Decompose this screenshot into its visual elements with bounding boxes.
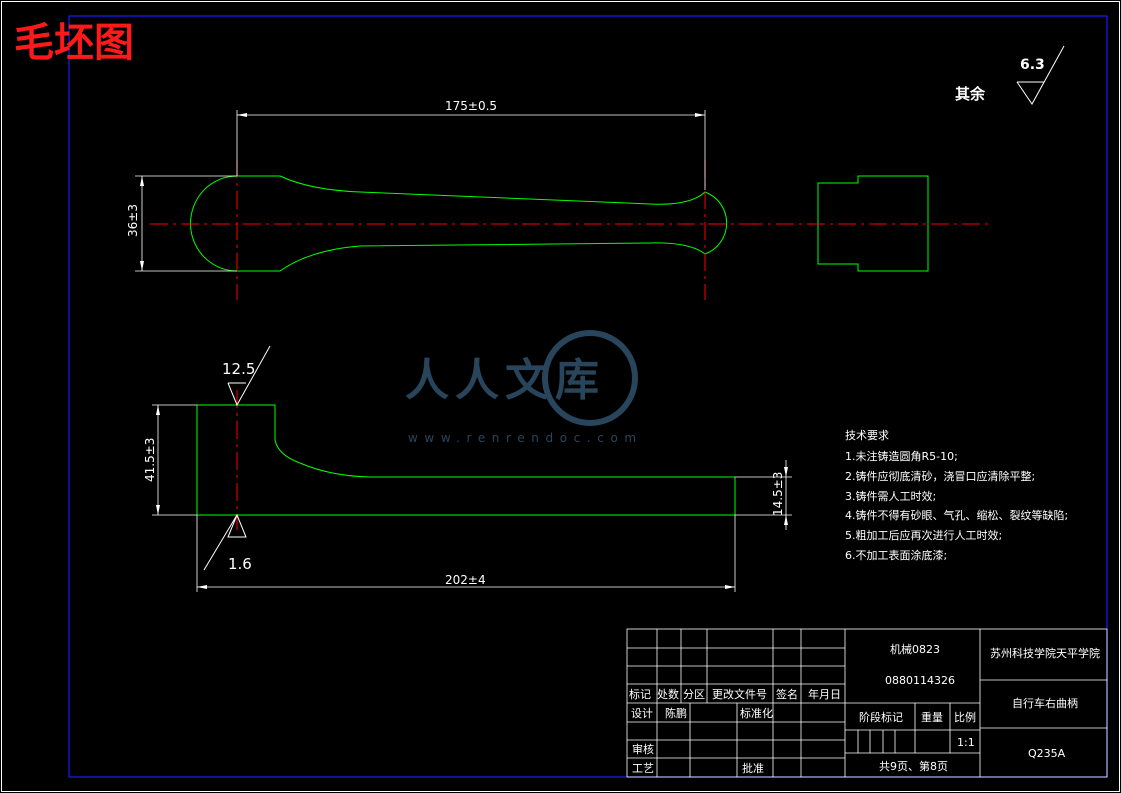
tech-req-item: 4.铸件不得有砂眼、气孔、缩松、裂纹等缺陷; — [845, 508, 1068, 522]
roughness-bottom-icon — [203, 513, 247, 571]
watermark-logo-icon — [542, 330, 638, 426]
tb-pages: 共9页、第8页 — [879, 759, 948, 773]
tb-weight: 重量 — [921, 710, 943, 724]
tb-mark: 标记 — [629, 687, 651, 701]
crank-side-outline — [817, 175, 929, 272]
roughness-general-label: 其余 — [955, 85, 986, 103]
tech-requirements: 技术要求 1.未注铸造圆角R5-10; 2.铸件应彻底清砂，浇冒口应清除平整; … — [845, 429, 1068, 562]
tb-material: Q235A — [1028, 747, 1066, 760]
tb-sign: 签名 — [776, 687, 798, 701]
title-block-grid — [626, 628, 1108, 778]
tech-req-item: 2.铸件应彻底清砂，浇冒口应清除平整; — [845, 469, 1035, 483]
watermark-url: www.renrendoc.com — [408, 431, 643, 445]
watermark-text: 人人文库 — [405, 355, 605, 406]
tech-req-title: 技术要求 — [845, 429, 889, 442]
tb-process: 工艺 — [632, 762, 654, 775]
tb-designer: 陈鹏 — [665, 706, 687, 720]
tb-zone: 分区 — [683, 688, 705, 701]
tb-standard: 标准化 — [740, 706, 773, 720]
tech-req-item: 1.未注铸造圆角R5-10; — [845, 449, 958, 463]
roughness-symbol-icon — [1016, 45, 1065, 105]
tb-scale-label: 比例 — [954, 710, 976, 724]
tb-date: 年月日 — [808, 687, 841, 701]
crank-top-outline — [190, 175, 728, 272]
crank-front-outline — [196, 404, 736, 516]
tb-approve: 批准 — [742, 761, 764, 775]
title-block-text: 标记 处数 分区 更改文件号 签名 年月日 设计 陈鹏 标准化 审核 工艺 批准… — [629, 642, 1100, 775]
tb-student-id: 0880114326 — [885, 674, 955, 687]
dim-height-left: 36±3 — [126, 204, 140, 237]
roughness-bottom-value: 1.6 — [228, 555, 252, 573]
drawing-frame — [68, 15, 1108, 778]
roughness-top-value: 12.5 — [222, 360, 255, 378]
tech-req-item: 6.不加工表面涂底漆; — [845, 548, 947, 562]
roughness-general-value: 6.3 — [1020, 57, 1045, 73]
tech-req-item: 5.粗加工后应再次进行人工时效; — [845, 528, 1002, 542]
roughness-top-icon — [227, 345, 271, 407]
dim-height-side: 41.5±3 — [143, 438, 157, 482]
tb-class: 机械0823 — [890, 642, 940, 656]
tb-review: 审核 — [632, 742, 654, 756]
drawing-title: 毛坯图 — [14, 19, 134, 66]
tb-part-name: 自行车右曲柄 — [1012, 696, 1078, 710]
tech-req-item: 3.铸件需人工时效; — [845, 489, 936, 503]
tb-stage: 阶段标记 — [859, 710, 903, 724]
dim-thickness-right: 14.5±3 — [771, 472, 785, 516]
dim-length-top: 175±0.5 — [445, 99, 497, 113]
dim-length-bottom: 202±4 — [445, 573, 486, 587]
tb-design: 设计 — [631, 707, 653, 720]
tb-scale: 1:1 — [957, 736, 975, 749]
tb-count: 处数 — [657, 688, 679, 701]
watermark: 人人文库 www.renrendoc.com — [405, 330, 643, 445]
tb-doc-no: 更改文件号 — [712, 687, 767, 701]
tb-school: 苏州科技学院天平学院 — [990, 646, 1100, 660]
